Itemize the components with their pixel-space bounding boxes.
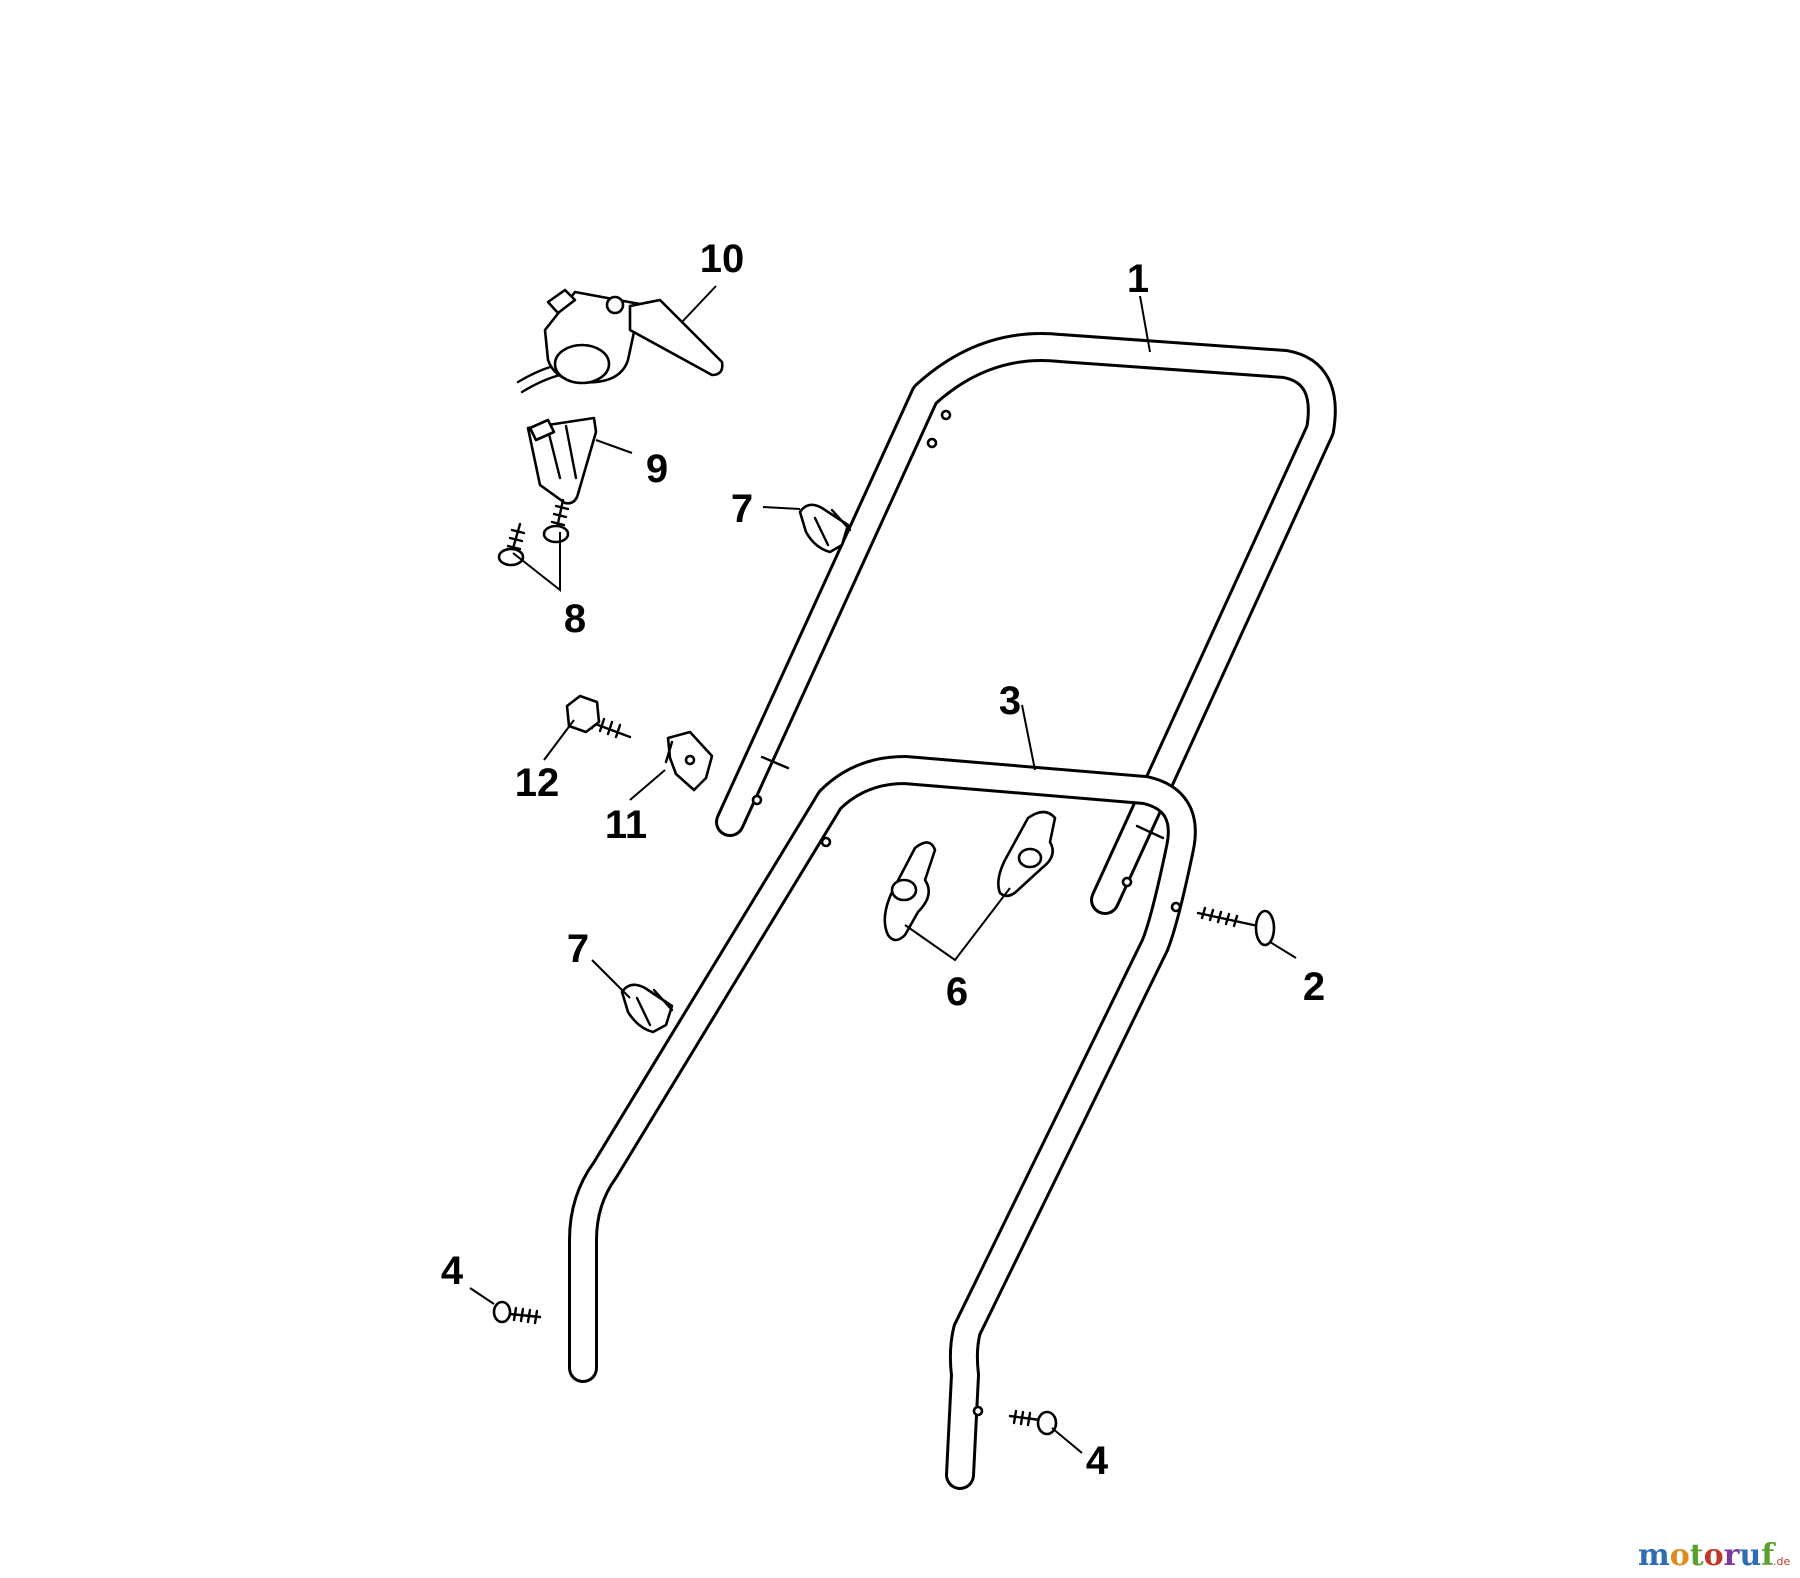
callout-3: 3: [999, 679, 1021, 723]
logo-letter: r: [1724, 1538, 1741, 1573]
callout-12: 12: [515, 761, 560, 805]
callout-11: 11: [605, 803, 647, 847]
callout-1: 1: [1127, 257, 1149, 301]
cable-clip-part: [526, 416, 598, 505]
leader-lines: [469, 285, 1297, 1454]
logo-letter: u: [1739, 1538, 1761, 1573]
screw-part-8b: [542, 498, 570, 544]
wing-nut-part-6a: [883, 841, 937, 942]
screw-part-8a: [497, 522, 526, 567]
callout-4-right: 4: [1086, 1439, 1109, 1483]
callout-7-lower: 7: [567, 927, 589, 971]
screw-part-2: [1196, 906, 1276, 947]
callout-9: 9: [646, 447, 668, 491]
upper-handle: [715, 332, 1337, 915]
screw-part-4-left: [492, 1300, 542, 1325]
callout-10: 10: [700, 237, 745, 281]
motoruf-logo: motoruf .de: [1638, 1538, 1790, 1573]
bolt-part-12: [565, 694, 632, 739]
logo-letter: t: [1690, 1538, 1704, 1573]
logo-letter: o: [1704, 1538, 1724, 1573]
callout-4-left: 4: [441, 1249, 464, 1293]
svg-text:motoruf: motoruf: [1638, 1538, 1776, 1573]
clip-part-7-upper: [798, 503, 852, 554]
callout-6: 6: [946, 970, 968, 1014]
lower-handle: [568, 755, 1197, 1490]
wing-nut-part-6b: [997, 810, 1057, 898]
callout-7-upper: 7: [731, 487, 753, 531]
clamp-part-11: [664, 730, 714, 792]
screw-part-4-right: [1008, 1409, 1058, 1436]
logo-letter: o: [1670, 1538, 1690, 1573]
clip-part-7-lower: [620, 983, 674, 1034]
logo-letter: f: [1761, 1538, 1776, 1573]
svg-text:.de: .de: [1773, 1555, 1790, 1568]
cable-guide-part: [516, 288, 724, 394]
callout-8: 8: [564, 597, 586, 641]
logo-letter: m: [1638, 1538, 1670, 1573]
callout-2: 2: [1303, 965, 1325, 1009]
